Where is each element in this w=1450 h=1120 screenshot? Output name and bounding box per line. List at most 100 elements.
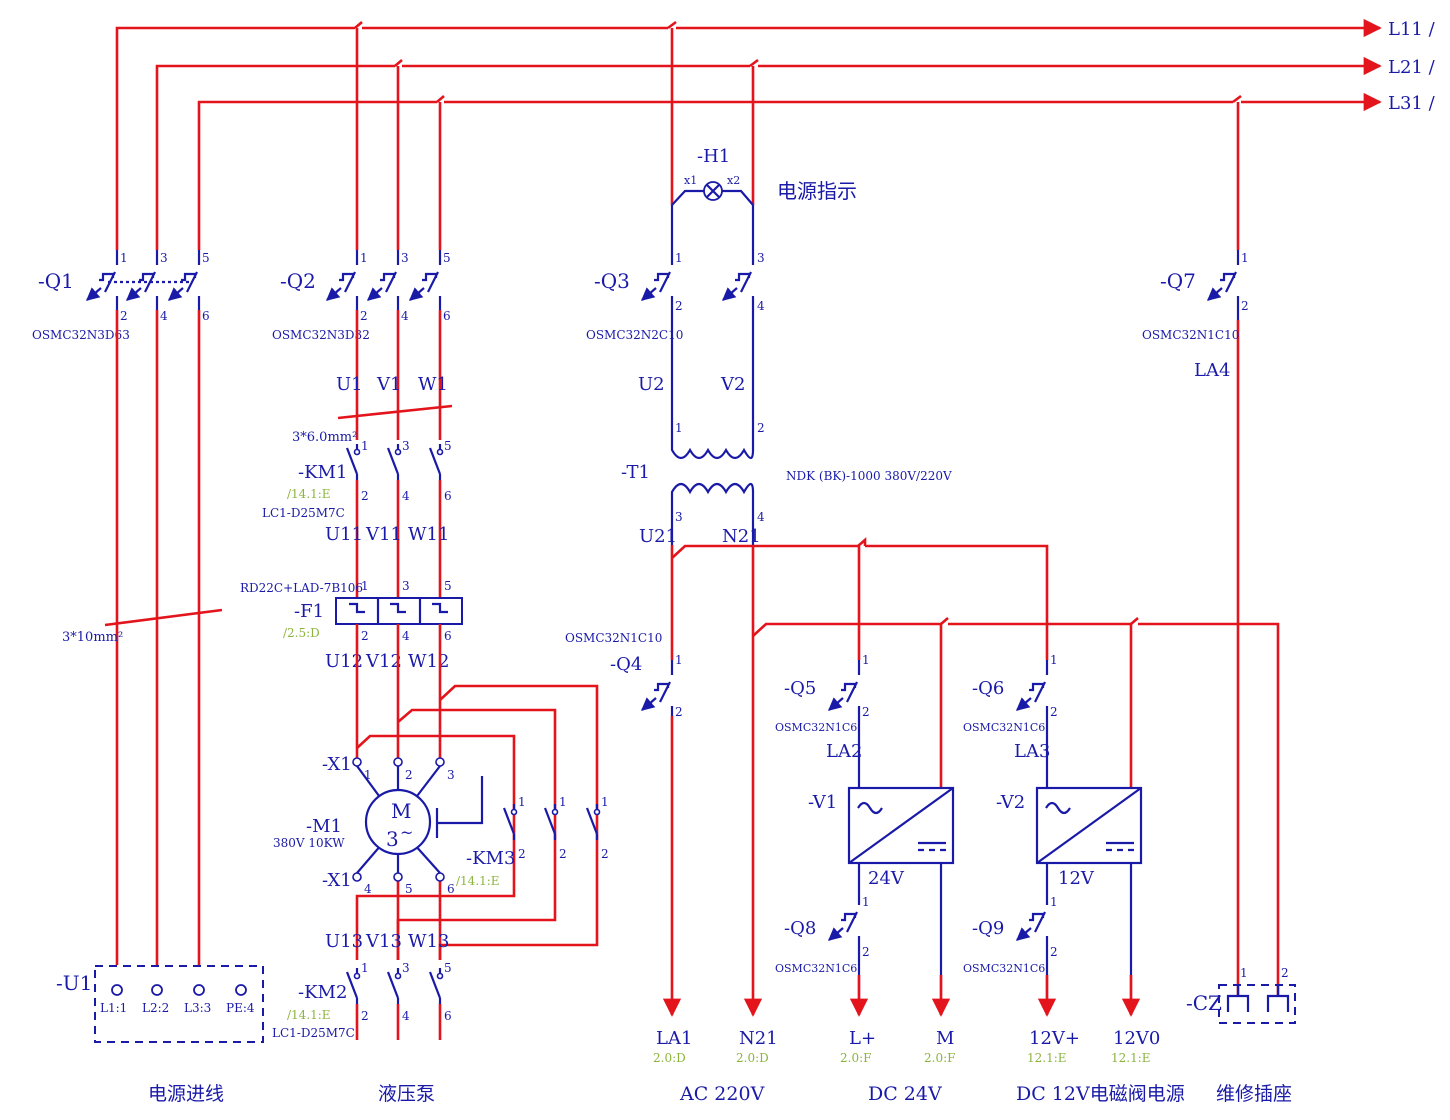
q8-tag: -Q8 [784,918,816,939]
q5-model: OSMC32N1C6 [775,721,857,734]
contactor-km2 [345,966,444,1040]
section-title-incoming: 电源进线 [148,1083,224,1105]
v2-tag: -V2 [996,792,1025,813]
q2-out [355,310,442,440]
q4-t2: 2 [675,705,683,719]
bus-label-l31: L31 / [1388,93,1436,114]
h1-x2: x2 [727,174,740,187]
wire-u12: U12 [325,651,363,672]
breaker-q1 [87,250,201,310]
km1-out [355,480,442,598]
q3-out [670,320,755,440]
u1-tag: -U1 [56,971,92,995]
q9-t2: 2 [1050,945,1058,959]
wire-la2: LA2 [826,741,862,762]
q1-tag: -Q1 [38,269,74,293]
bus-label-l11: L11 / [1388,19,1436,40]
q8-model: OSMC32N1C6 [775,962,857,975]
out-label-12v0: 12V0 [1113,1028,1160,1049]
breaker-q2 [327,250,442,310]
km1-ref: /14.1:E [287,487,331,501]
km3-t2a: 2 [518,847,526,861]
q7-model: OSMC32N1C10 [1142,328,1239,342]
wire-u2: U2 [638,374,665,395]
t1-model: NDK (BK)-1000 380V/220V [786,469,952,483]
km2-t5: 5 [444,961,452,975]
q7-t2: 2 [1241,299,1249,313]
v1-tag: -V1 [808,792,837,813]
q6-t2: 2 [1050,705,1058,719]
km3-t1b: 1 [559,795,567,809]
u1-terminal-box [94,965,264,1043]
q3-model: OSMC32N2C10 [586,328,683,342]
q3-tag: -Q3 [594,269,630,293]
cz-t1: 1 [1240,966,1248,980]
motor-m1 [364,776,484,856]
km3-tag: -KM3 [466,848,515,869]
section-title-ac: AC 220V [679,1083,765,1105]
u1-term-1: L1:1 [100,1001,127,1015]
out-ref-lplus: 2.0:F [840,1051,871,1065]
out-label-m: M [936,1028,954,1049]
q1-t2: 2 [120,309,128,323]
v1-voltage: 24V [868,868,905,889]
f1-t2: 2 [361,629,369,643]
km2-model: LC1-D25M7C [272,1026,355,1040]
cable1-label: 3*10mm² [62,630,123,645]
motor-tilde: ~ [400,823,413,842]
km1-t2: 2 [361,489,369,503]
f1-tag: -F1 [294,601,324,622]
q6-model: OSMC32N1C6 [963,721,1045,734]
q6-tag: -Q6 [972,678,1004,699]
out-ref-la1: 2.0:D [653,1051,686,1065]
breaker-q4 [642,660,674,716]
h1-x1: x1 [684,174,697,187]
km2-tag: -KM2 [298,982,347,1003]
x1-t1: 1 [364,768,372,782]
f1-t5: 5 [444,579,452,593]
x1-t6: 6 [447,882,455,896]
socket-cz [1218,984,1296,1024]
out-ref-n21: 2.0:D [736,1051,769,1065]
km2-ref: /14.1:E [287,1008,331,1022]
t1-t2: 2 [757,421,765,435]
q7-out: LA4 [1194,360,1230,381]
f1-t3: 3 [402,579,410,593]
contactor-km3 [502,802,601,842]
psu-v2 [1035,786,1143,1015]
q2-t1: 1 [360,251,368,265]
breaker-q6 [1017,660,1049,790]
q5-tag: -Q5 [784,678,816,699]
q5-t2: 2 [862,705,870,719]
u1-term-4: PE:4 [226,1001,255,1015]
q3-t1: 1 [675,251,683,265]
f1-t6: 6 [444,629,452,643]
wire-n21: N21 [722,526,761,547]
out-label-12vplus: 12V+ [1029,1028,1080,1049]
h1-tag: -H1 [697,146,730,167]
wire-w11: W11 [408,524,449,545]
x1-bottom-tag: -X1 [322,870,352,891]
km1-t6: 6 [444,489,452,503]
q9-model: OSMC32N1C6 [963,962,1045,975]
indicator-h1 [670,28,755,206]
section-title-socket: 维修插座 [1216,1083,1292,1105]
km2-t6: 6 [444,1009,452,1023]
wire-u21: U21 [639,526,677,547]
out-label-n21: N21 [739,1028,778,1049]
km3-ref: /14.1:E [456,874,500,888]
q1-t6: 6 [202,309,210,323]
cable2-label: 3*6.0mm² [292,430,357,445]
bus-label-l21: L21 / [1388,57,1436,78]
cable-mark-2 [337,404,453,420]
wire-v13: V13 [365,931,402,952]
breaker-q7 [1208,250,1240,995]
breaker-q3 [642,205,755,320]
km1-tag: -KM1 [298,462,347,483]
motor-rating: 380V 10KW [273,836,345,850]
km2-t4: 4 [402,1009,410,1023]
q1-t4: 4 [160,309,168,323]
bus-lines [115,22,1380,250]
wire-u1: U1 [336,374,363,395]
